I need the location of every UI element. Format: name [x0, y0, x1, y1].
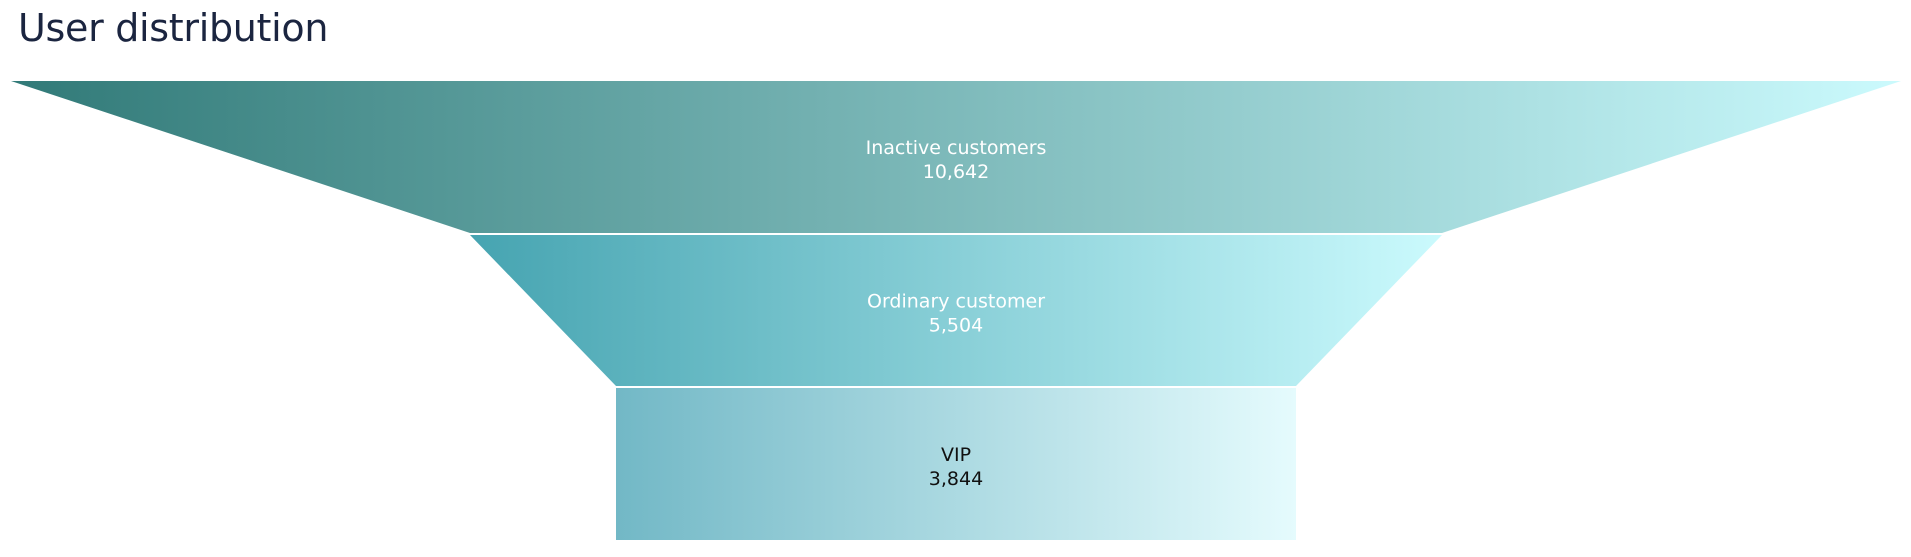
funnel-segment[interactable] — [470, 235, 1442, 386]
segment-value-label: 3,844 — [929, 468, 983, 490]
segment-category-label: Inactive customers — [866, 137, 1047, 159]
segment-category-label: Ordinary customer — [867, 291, 1045, 313]
funnel-segment[interactable] — [11, 81, 1901, 233]
segment-value-label: 5,504 — [929, 315, 983, 337]
chart-title: User distribution — [18, 6, 329, 50]
segment-category-label: VIP — [941, 444, 971, 466]
funnel-segment[interactable] — [616, 388, 1296, 540]
segment-value-label: 10,642 — [923, 161, 989, 183]
